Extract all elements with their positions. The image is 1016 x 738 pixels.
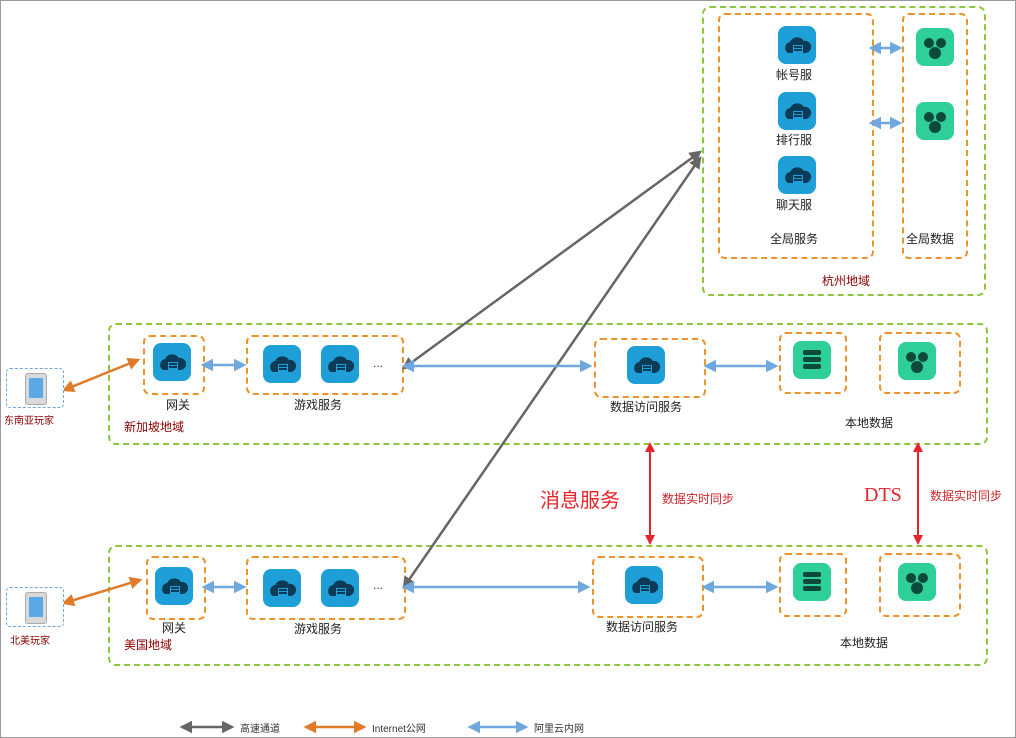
cloud-server-icon xyxy=(155,567,193,605)
us-local-data-group-2 xyxy=(879,553,961,617)
legend-internet-label: Internet公网 xyxy=(372,724,426,735)
database-icon xyxy=(916,28,954,66)
more-ellipsis-sg: ... xyxy=(373,356,384,370)
highspeed-link-sg xyxy=(401,150,703,370)
gateway-label-sg: 网关 xyxy=(166,398,191,412)
smartphone-icon xyxy=(6,587,64,627)
cloud-server-icon xyxy=(321,345,359,383)
region-label-hangzhou: 杭州地域 xyxy=(822,274,871,288)
service-label-ranking: 排行服 xyxy=(776,133,813,147)
database-icon xyxy=(898,563,936,601)
cloud-server-icon xyxy=(263,345,301,383)
realtime-sync-label-2: 数据实时同步 xyxy=(930,489,1003,503)
cloud-server-icon xyxy=(321,569,359,607)
legend-intranet-label: 阿里云内网 xyxy=(534,724,584,735)
highspeed-link-us xyxy=(402,155,702,590)
cloud-server-icon xyxy=(625,566,663,604)
service-label-account: 帐号服 xyxy=(776,68,813,82)
legend-highspeed-label: 高速通道 xyxy=(240,724,280,735)
cloud-server-icon xyxy=(263,569,301,607)
sg-local-data-group-1 xyxy=(779,332,847,394)
cloud-server-icon xyxy=(778,92,816,130)
game-services-label-sg: 游戏服务 xyxy=(294,398,343,412)
stack-icon xyxy=(793,563,831,601)
region-label-usa: 美国地域 xyxy=(124,638,173,652)
dts-label: DTS xyxy=(864,484,902,506)
database-icon xyxy=(916,102,954,140)
stack-icon xyxy=(793,341,831,379)
message-service-label: 消息服务 xyxy=(540,490,620,512)
global-data-label: 全局数据 xyxy=(906,232,955,246)
global-data-group xyxy=(902,13,968,259)
smartphone-icon xyxy=(6,368,64,408)
cloud-server-icon xyxy=(153,343,191,381)
data-access-label-us: 数据访问服务 xyxy=(606,620,679,634)
more-ellipsis-us: ... xyxy=(373,578,384,592)
region-hangzhou xyxy=(702,6,986,296)
database-icon xyxy=(898,342,936,380)
service-label-chat: 聊天服 xyxy=(776,198,813,212)
sg-local-data-group-2 xyxy=(879,332,961,394)
global-services-group xyxy=(718,13,874,259)
cloud-server-icon xyxy=(778,156,816,194)
cloud-server-icon xyxy=(778,26,816,64)
cloud-server-icon xyxy=(627,346,665,384)
player-label-sea: 东南亚玩家 xyxy=(4,416,54,427)
internet-link-sg xyxy=(61,357,141,393)
realtime-sync-label-1: 数据实时同步 xyxy=(662,492,735,506)
gateway-label-us: 网关 xyxy=(162,621,187,635)
player-label-na: 北美玩家 xyxy=(10,636,50,647)
global-services-label: 全局服务 xyxy=(770,232,819,246)
game-services-label-us: 游戏服务 xyxy=(294,622,343,636)
us-local-data-group-1 xyxy=(779,553,847,617)
local-data-label-sg: 本地数据 xyxy=(845,416,894,430)
region-label-singapore: 新加坡地域 xyxy=(124,420,185,434)
internet-link-us xyxy=(61,576,143,607)
data-access-label-sg: 数据访问服务 xyxy=(610,400,683,414)
local-data-label-us: 本地数据 xyxy=(840,636,889,650)
